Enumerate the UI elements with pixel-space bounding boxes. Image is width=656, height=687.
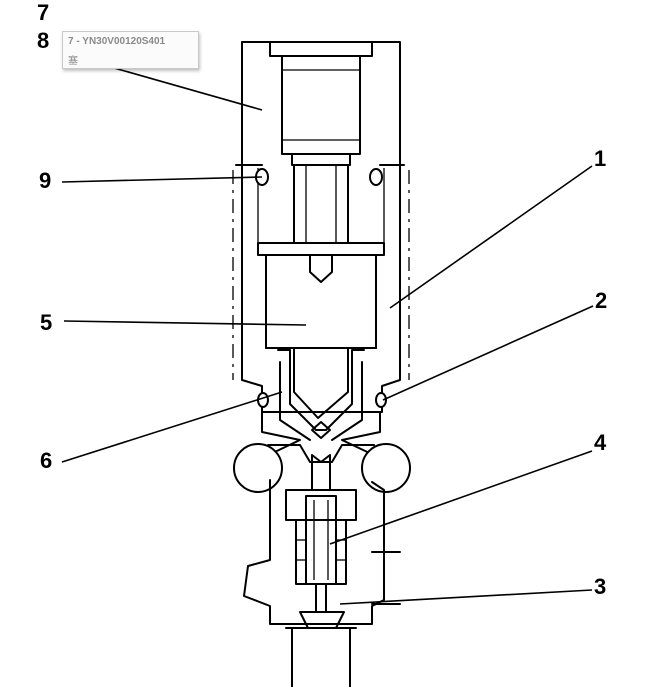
piston-chamber	[257, 168, 385, 349]
callout-4[interactable]: 4	[594, 430, 607, 455]
o-rings	[255, 168, 387, 408]
leader-lines	[61, 55, 594, 605]
callout-8[interactable]: 8	[37, 28, 50, 53]
tooltip-part-number: 7 - YN30V00120S401	[68, 36, 166, 47]
callout-6[interactable]: 6	[40, 448, 53, 473]
plug-part	[269, 41, 373, 166]
callout-7[interactable]: 7	[37, 0, 50, 25]
tooltip-popup: 7 - YN30V00120S401 塞	[62, 31, 199, 69]
callout-3[interactable]: 3	[594, 574, 607, 599]
callout-5[interactable]: 5	[40, 310, 53, 335]
callout-2[interactable]: 2	[595, 288, 608, 313]
outlet-seat	[285, 551, 401, 687]
upper-housing	[232, 41, 410, 413]
tooltip-part-name: 塞	[68, 56, 78, 67]
valve-core	[285, 454, 357, 585]
lower-body	[233, 411, 411, 625]
conical-seat	[265, 347, 377, 441]
callout-9[interactable]: 9	[39, 168, 52, 193]
callout-1[interactable]: 1	[594, 146, 607, 171]
inner-stem	[257, 164, 385, 283]
